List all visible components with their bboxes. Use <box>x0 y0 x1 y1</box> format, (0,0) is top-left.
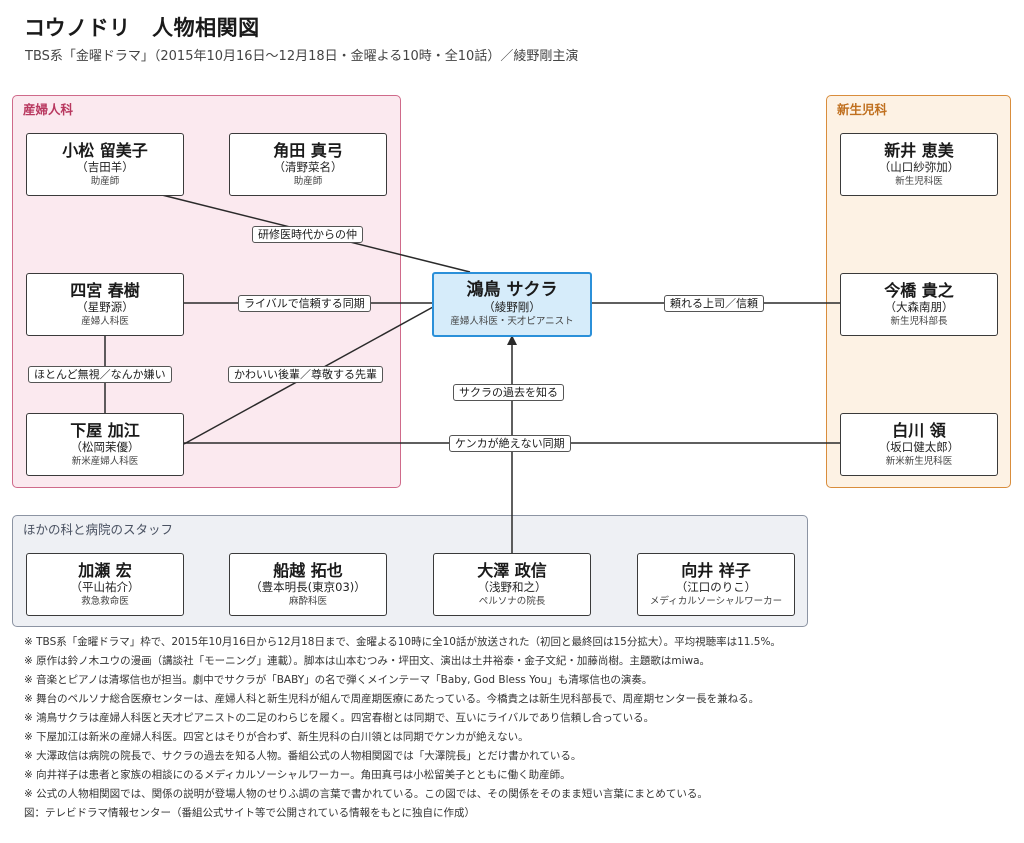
person-actor: （清野菜名） <box>273 160 343 174</box>
person-actor: （星野源） <box>76 300 134 314</box>
person-role: ペルソナの院長 <box>478 596 546 607</box>
footnote: ※ 下屋加江は新米の産婦人科医。四宮とはそりが合わず、新生児科の白川領とは同期で… <box>24 731 529 743</box>
person-imahashi: 今橋 貴之 （大森南朋） 新生児科部長 <box>840 273 998 336</box>
source-credit: 図：テレビドラマ情報センター（番組公式サイト等で公開されている情報をもとに独自に… <box>24 807 475 819</box>
person-name: 鴻鳥 サクラ <box>466 280 558 300</box>
group-label-obstetrics: 産婦人科 <box>23 102 74 117</box>
person-arai: 新井 恵美 （山口紗弥加） 新生児科医 <box>840 133 998 196</box>
person-name: 小松 留美子 <box>62 141 148 160</box>
person-role: 新生児科部長 <box>890 316 948 327</box>
person-actor: （大森南朋） <box>884 300 954 314</box>
person-role: 新生児科医 <box>895 176 943 187</box>
person-sakura: 鴻鳥 サクラ （綾野剛） 産婦人科医・天才ピアニスト <box>432 272 592 337</box>
person-shirakawa: 白川 領 （坂口健太郎） 新米新生児科医 <box>840 413 998 476</box>
edge-label-osawa-sakura: サクラの過去を知る <box>453 384 564 401</box>
footnotes: ※ TBS系「金曜ドラマ」枠で、2015年10月16日から12月18日まで、金曜… <box>24 633 781 823</box>
person-role: 新米新生児科医 <box>885 456 953 467</box>
person-actor: （江口のりこ） <box>675 580 757 594</box>
edge-label-sakura-imahashi: 頼れる上司／信頼 <box>664 295 764 312</box>
person-name: 大澤 政信 <box>477 561 547 580</box>
person-kase: 加瀬 宏 （平山祐介） 救急救命医 <box>26 553 184 616</box>
person-funakoshi: 船越 拓也 （豊本明長(東京03)） 麻酔科医 <box>229 553 387 616</box>
footnote: ※ 向井祥子は患者と家族の相談にのるメディカルソーシャルワーカー。角田真弓は小松… <box>24 769 571 781</box>
person-shimoya: 下屋 加江 （松岡茉優） 新米産婦人科医 <box>26 413 184 476</box>
person-komatsu: 小松 留美子 （吉田羊） 助産師 <box>26 133 184 196</box>
edge-label-shinomiya-sakura: ライバルで信頼する同期 <box>238 295 371 312</box>
group-label-neonatal: 新生児科 <box>837 102 888 117</box>
person-mukai: 向井 祥子 （江口のりこ） メディカルソーシャルワーカー <box>637 553 795 616</box>
person-actor: （松岡茉優） <box>70 440 140 454</box>
person-role: 産婦人科医・天才ピアニスト <box>450 316 574 327</box>
person-name: 向井 祥子 <box>681 561 751 580</box>
person-name: 角田 真弓 <box>273 141 343 160</box>
person-name: 四宮 春樹 <box>70 281 140 300</box>
person-actor: （豊本明長(東京03)） <box>250 580 366 594</box>
person-name: 今橋 貴之 <box>884 281 954 300</box>
person-role: 助産師 <box>293 176 323 187</box>
person-role: メディカルソーシャルワーカー <box>649 596 783 607</box>
footnote: ※ 音楽とピアノは清塚信也が担当。劇中でサクラが「BABY」の名で弾くメインテー… <box>24 674 653 686</box>
person-kadota: 角田 真弓 （清野菜名） 助産師 <box>229 133 387 196</box>
person-name: 船越 拓也 <box>273 561 343 580</box>
footnote: ※ 公式の人物相関図では、関係の説明が登場人物のせりふ調の言葉で書かれている。こ… <box>24 788 708 800</box>
person-osawa: 大澤 政信 （浅野和之） ペルソナの院長 <box>433 553 591 616</box>
person-role: 麻酔科医 <box>288 596 327 607</box>
person-name: 加瀬 宏 <box>78 561 132 580</box>
person-name: 白川 領 <box>892 421 946 440</box>
person-shinomiya: 四宮 春樹 （星野源） 産婦人科医 <box>26 273 184 336</box>
person-actor: （綾野剛） <box>483 300 541 314</box>
page-title: コウノドリ 人物相関図 <box>24 16 260 40</box>
person-role: 助産師 <box>90 176 120 187</box>
person-actor: （坂口健太郎） <box>878 440 960 454</box>
footnote: ※ 舞台のペルソナ総合医療センターは、産婦人科と新生児科が組んで周産期医療にあた… <box>24 693 760 705</box>
footnote: ※ 原作は鈴ノ木ユウの漫画（講談社「モーニング」連載）。脚本は山本むつみ・坪田文… <box>24 655 711 667</box>
person-actor: （平山祐介） <box>70 580 140 594</box>
edge-label-shimoya-shirakawa: ケンカが絶えない同期 <box>449 435 571 452</box>
page-subtitle: TBS系「金曜ドラマ」（2015年10月16日〜12月18日・金曜よる10時・全… <box>25 49 579 64</box>
person-actor: （浅野和之） <box>477 580 547 594</box>
edge-label-komatsu-sakura: 研修医時代からの仲 <box>252 226 363 243</box>
footnote: ※ 鴻鳥サクラは産婦人科医と天才ピアニストの二足のわらじを履く。四宮春樹とは同期… <box>24 712 655 724</box>
person-role: 新米産婦人科医 <box>71 456 139 467</box>
person-name: 新井 恵美 <box>884 141 954 160</box>
group-label-staff: ほかの科と病院のスタッフ <box>23 522 174 537</box>
person-role: 救急救命医 <box>81 596 129 607</box>
person-role: 産婦人科医 <box>81 316 129 327</box>
footnote: ※ 大澤政信は病院の院長で、サクラの過去を知る人物。番組公式の人物相関図では「大… <box>24 750 582 762</box>
person-actor: （山口紗弥加） <box>878 160 960 174</box>
edge-label-shinomiya-shimoya: ほとんど無視／なんか嫌い <box>28 366 172 383</box>
person-actor: （吉田羊） <box>76 160 134 174</box>
person-name: 下屋 加江 <box>70 421 140 440</box>
edge-label-shimoya-sakura: かわいい後輩／尊敬する先輩 <box>228 366 383 383</box>
footnote: ※ TBS系「金曜ドラマ」枠で、2015年10月16日から12月18日まで、金曜… <box>24 636 781 648</box>
